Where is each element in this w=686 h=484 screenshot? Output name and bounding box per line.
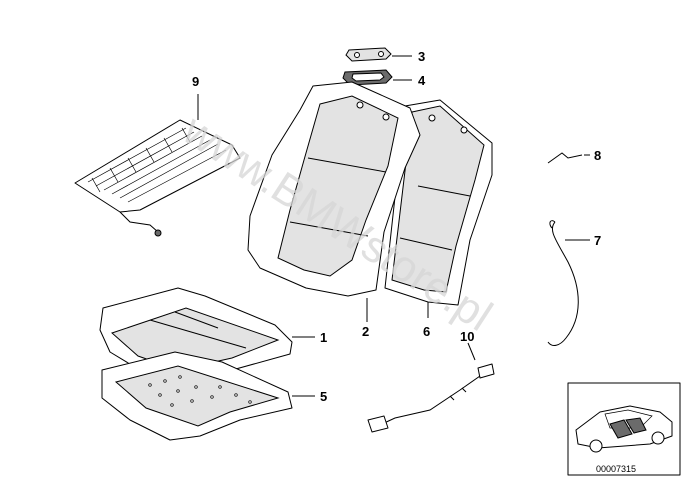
callout-9: 9 xyxy=(192,74,199,89)
backrest-cover-part-2 xyxy=(247,81,421,322)
grommet-part-3 xyxy=(345,47,412,62)
callout-3: 3 xyxy=(418,49,425,64)
inset-part-number: 00007315 xyxy=(596,464,636,474)
wire-clip-part-7 xyxy=(547,220,590,346)
callout-10: 10 xyxy=(460,329,474,344)
grommet-part-4 xyxy=(342,69,412,86)
wiring-harness-part-10 xyxy=(367,342,495,433)
callout-1: 1 xyxy=(320,330,327,345)
callout-8: 8 xyxy=(594,148,601,163)
seat-foam-part-5 xyxy=(101,351,315,441)
callout-6: 6 xyxy=(423,324,430,339)
inset-car-thumbnail: 00007315 xyxy=(567,382,681,476)
callout-5: 5 xyxy=(320,389,327,404)
callout-4: 4 xyxy=(418,73,426,88)
hook-part-8 xyxy=(547,152,590,164)
callout-7: 7 xyxy=(594,233,601,248)
heating-mat-part-9 xyxy=(74,94,241,237)
callout-2: 2 xyxy=(362,324,369,339)
